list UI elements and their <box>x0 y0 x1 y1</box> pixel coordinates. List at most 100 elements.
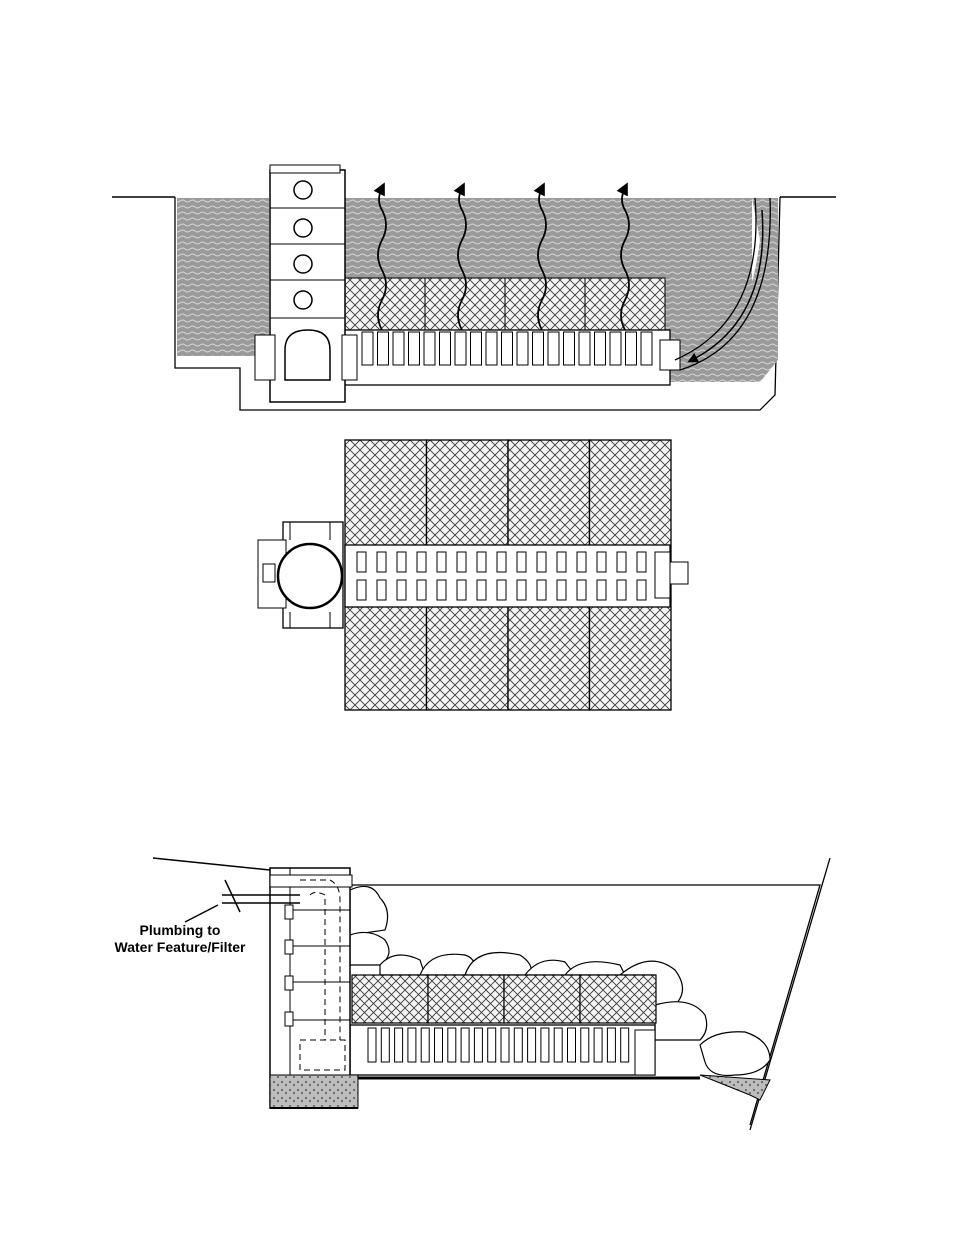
pipe-slot <box>424 332 435 365</box>
port-circle <box>294 181 312 199</box>
plan-slot <box>357 580 366 600</box>
plumbing-callout: Plumbing to Water Feature/Filter <box>100 922 260 956</box>
plan-slot <box>417 580 426 600</box>
pipe-slot <box>579 332 590 365</box>
bottom-slot <box>474 1028 482 1062</box>
plan-slot <box>577 580 586 600</box>
plan-slot <box>597 552 606 572</box>
plan-slot <box>637 552 646 572</box>
pipe-slot <box>502 332 513 365</box>
plan-slot <box>477 552 486 572</box>
bottom-slot <box>368 1028 376 1062</box>
plan-slot <box>637 580 646 600</box>
plan-slot <box>397 580 406 600</box>
pipe-slot <box>517 332 528 365</box>
port-circle <box>294 219 312 237</box>
plan-slot <box>377 552 386 572</box>
bottom-slot <box>568 1028 576 1062</box>
pipe-slot <box>626 332 637 365</box>
intake-pipe <box>340 330 680 385</box>
plan-slot <box>457 552 466 572</box>
bottom-cube <box>504 975 580 1023</box>
bottom-slot <box>594 1028 602 1062</box>
bottom-slot <box>421 1028 429 1062</box>
plan-pipe-outlet <box>670 562 688 584</box>
bottom-slot <box>554 1028 562 1062</box>
plumbing-break <box>225 880 240 912</box>
callout-line-2: Water Feature/Filter <box>100 939 260 956</box>
bottom-vault <box>270 868 358 1108</box>
pipe-slot <box>455 332 466 365</box>
pipe-slot <box>610 332 621 365</box>
pipe-slot <box>548 332 559 365</box>
bottom-slot <box>607 1028 615 1062</box>
plan-vault <box>258 522 343 628</box>
pipe-slot <box>393 332 404 365</box>
matrix-cube <box>345 278 425 330</box>
pipe-slot <box>362 332 373 365</box>
pipe-slot <box>409 332 420 365</box>
plan-slot <box>457 580 466 600</box>
bottom-slot <box>395 1028 403 1062</box>
bottom-slot <box>408 1028 416 1062</box>
bottom-slot <box>448 1028 456 1062</box>
pipe-slot <box>440 332 451 365</box>
bottom-slot <box>501 1028 509 1062</box>
callout-line-1: Plumbing to <box>100 922 260 939</box>
plan-slot <box>497 580 506 600</box>
matrix-cube <box>425 278 505 330</box>
installed-section-diagram <box>0 850 954 1135</box>
plan-slot <box>597 580 606 600</box>
bottom-cube <box>352 975 428 1023</box>
skimmer-vault <box>255 165 357 402</box>
bottom-slot <box>541 1028 549 1062</box>
plan-slot <box>557 580 566 600</box>
bottom-slot <box>514 1028 522 1062</box>
plan-slot <box>537 580 546 600</box>
plan-slot <box>397 552 406 572</box>
plan-slot <box>417 552 426 572</box>
bottom-slot <box>461 1028 469 1062</box>
plan-pipe-end <box>655 552 670 598</box>
plan-slot <box>497 552 506 572</box>
port-circle <box>294 255 312 273</box>
pipe-slot <box>595 332 606 365</box>
bottom-slot <box>581 1028 589 1062</box>
plan-view-diagram <box>0 430 954 720</box>
vault-gravel <box>270 1075 358 1108</box>
water-left <box>177 198 269 356</box>
bottom-matrix-cubes <box>352 975 656 1023</box>
port-circle <box>294 291 312 309</box>
plan-slot <box>477 580 486 600</box>
bottom-cube <box>428 975 504 1023</box>
ground-line <box>153 858 270 870</box>
plan-slot <box>377 580 386 600</box>
plan-slot <box>617 580 626 600</box>
plan-slot <box>617 552 626 572</box>
bottom-slot <box>381 1028 389 1062</box>
plan-slot <box>357 552 366 572</box>
bottom-slot <box>435 1028 443 1062</box>
plan-slot <box>557 552 566 572</box>
plan-slot <box>437 580 446 600</box>
matrix-cube <box>505 278 585 330</box>
pump-housing <box>285 330 330 380</box>
bottom-cube <box>580 975 656 1023</box>
matrix-cube <box>585 278 665 330</box>
callout-leader <box>185 905 218 922</box>
plan-slot <box>517 552 526 572</box>
bottom-pipe-end <box>635 1030 655 1075</box>
pipe-slot <box>564 332 575 365</box>
bottom-slot <box>488 1028 496 1062</box>
pipe-slot <box>533 332 544 365</box>
matrix-cubes-row <box>345 278 665 330</box>
pipe-slot <box>378 332 389 365</box>
pond-gravel <box>700 1075 770 1100</box>
plan-slot <box>517 580 526 600</box>
bottom-slot <box>528 1028 536 1062</box>
pipe-slot <box>471 332 482 365</box>
plan-slot <box>537 552 546 572</box>
cross-section-flow-diagram <box>0 150 954 425</box>
pipe-slot <box>641 332 652 365</box>
bottom-slot <box>621 1028 629 1062</box>
